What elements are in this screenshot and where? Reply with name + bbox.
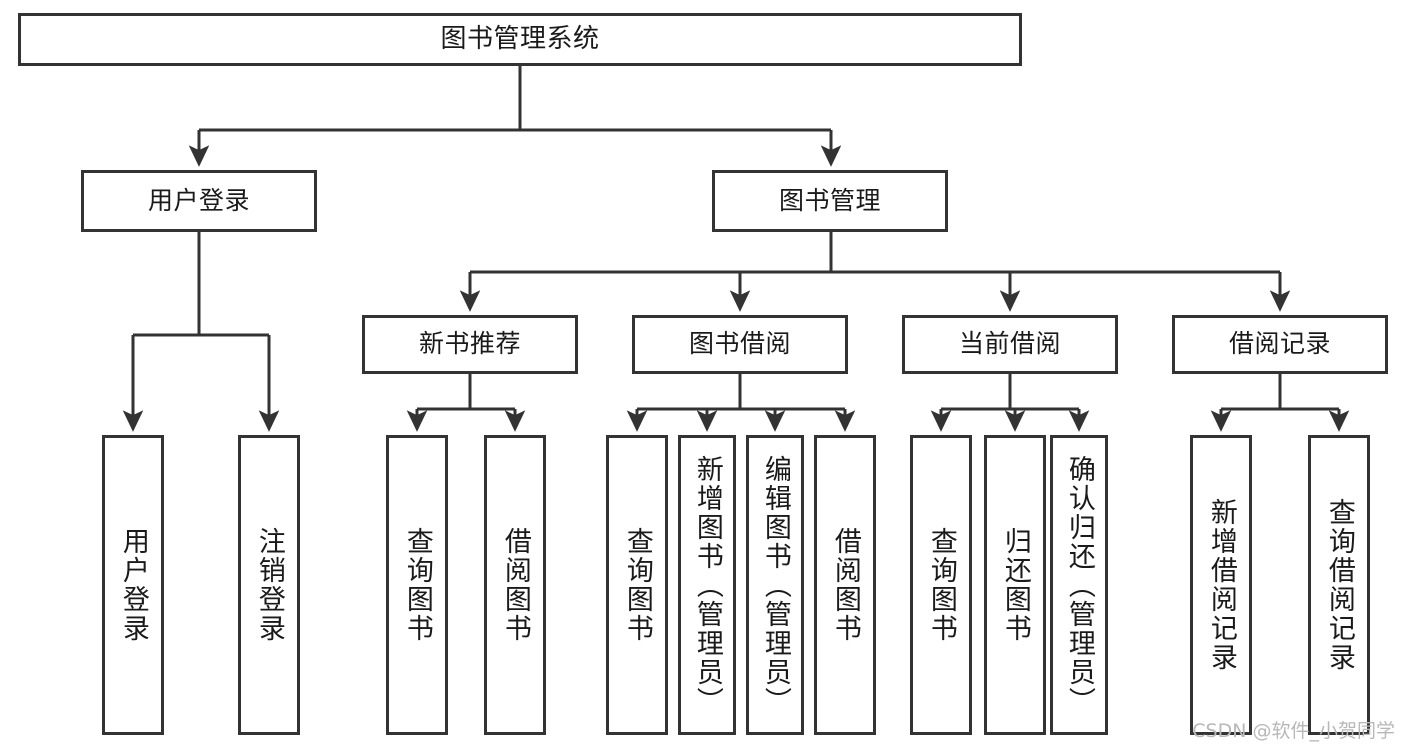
node-book-manage-label: 图书管理 [778,185,881,215]
node-book-borrow[interactable]: 图书借阅 [632,315,848,374]
node-leaf-user-login[interactable]: 用户登录 [102,435,164,735]
node-leaf-add-record-label: 新增借阅记录 [1205,498,1237,672]
node-leaf-logout-login-label: 注销登录 [253,527,285,643]
node-leaf-confirm-return[interactable]: 确认归还（管理员） [1050,435,1108,735]
watermark: CSDN @软件_小贺同学 [1192,720,1395,742]
node-new-book-recommend[interactable]: 新书推荐 [362,315,578,374]
node-leaf-query-book-1-label: 查询图书 [401,527,433,643]
node-leaf-add-record[interactable]: 新增借阅记录 [1190,435,1252,735]
node-leaf-query-book-3[interactable]: 查询图书 [910,435,972,735]
node-leaf-borrow-book-1-label: 借阅图书 [499,527,531,643]
node-leaf-edit-book-admin-label: 编辑图书（管理员） [759,454,791,716]
node-leaf-confirm-return-label: 确认归还（管理员） [1063,454,1095,716]
node-current-borrow-label: 当前借阅 [958,329,1061,359]
node-borrow-record[interactable]: 借阅记录 [1172,315,1388,374]
node-new-book-recommend-label: 新书推荐 [418,329,521,359]
node-leaf-borrow-book-2-label: 借阅图书 [829,527,861,643]
node-user-login[interactable]: 用户登录 [81,170,317,232]
node-leaf-user-login-label: 用户登录 [117,527,149,643]
node-leaf-edit-book-admin[interactable]: 编辑图书（管理员） [746,435,804,735]
node-borrow-record-label: 借阅记录 [1228,329,1331,359]
node-leaf-query-book-2[interactable]: 查询图书 [606,435,668,735]
node-root[interactable]: 图书管理系统 [18,13,1022,66]
node-leaf-query-book-2-label: 查询图书 [621,527,653,643]
node-leaf-query-book-1[interactable]: 查询图书 [386,435,448,735]
node-leaf-add-book-admin[interactable]: 新增图书（管理员） [678,435,736,735]
node-leaf-return-book[interactable]: 归还图书 [984,435,1046,735]
node-leaf-borrow-book-1[interactable]: 借阅图书 [484,435,546,735]
node-book-borrow-label: 图书借阅 [688,329,791,359]
node-leaf-add-book-admin-label: 新增图书（管理员） [691,454,723,716]
node-current-borrow[interactable]: 当前借阅 [902,315,1118,374]
node-user-login-label: 用户登录 [147,185,250,215]
node-book-manage[interactable]: 图书管理 [712,170,948,232]
node-leaf-query-record-label: 查询借阅记录 [1323,498,1355,672]
node-root-label: 图书管理系统 [440,23,600,54]
node-leaf-query-book-3-label: 查询图书 [925,527,957,643]
node-leaf-return-book-label: 归还图书 [999,527,1031,643]
node-leaf-logout-login[interactable]: 注销登录 [238,435,300,735]
node-leaf-borrow-book-2[interactable]: 借阅图书 [814,435,876,735]
node-leaf-query-record[interactable]: 查询借阅记录 [1308,435,1370,735]
